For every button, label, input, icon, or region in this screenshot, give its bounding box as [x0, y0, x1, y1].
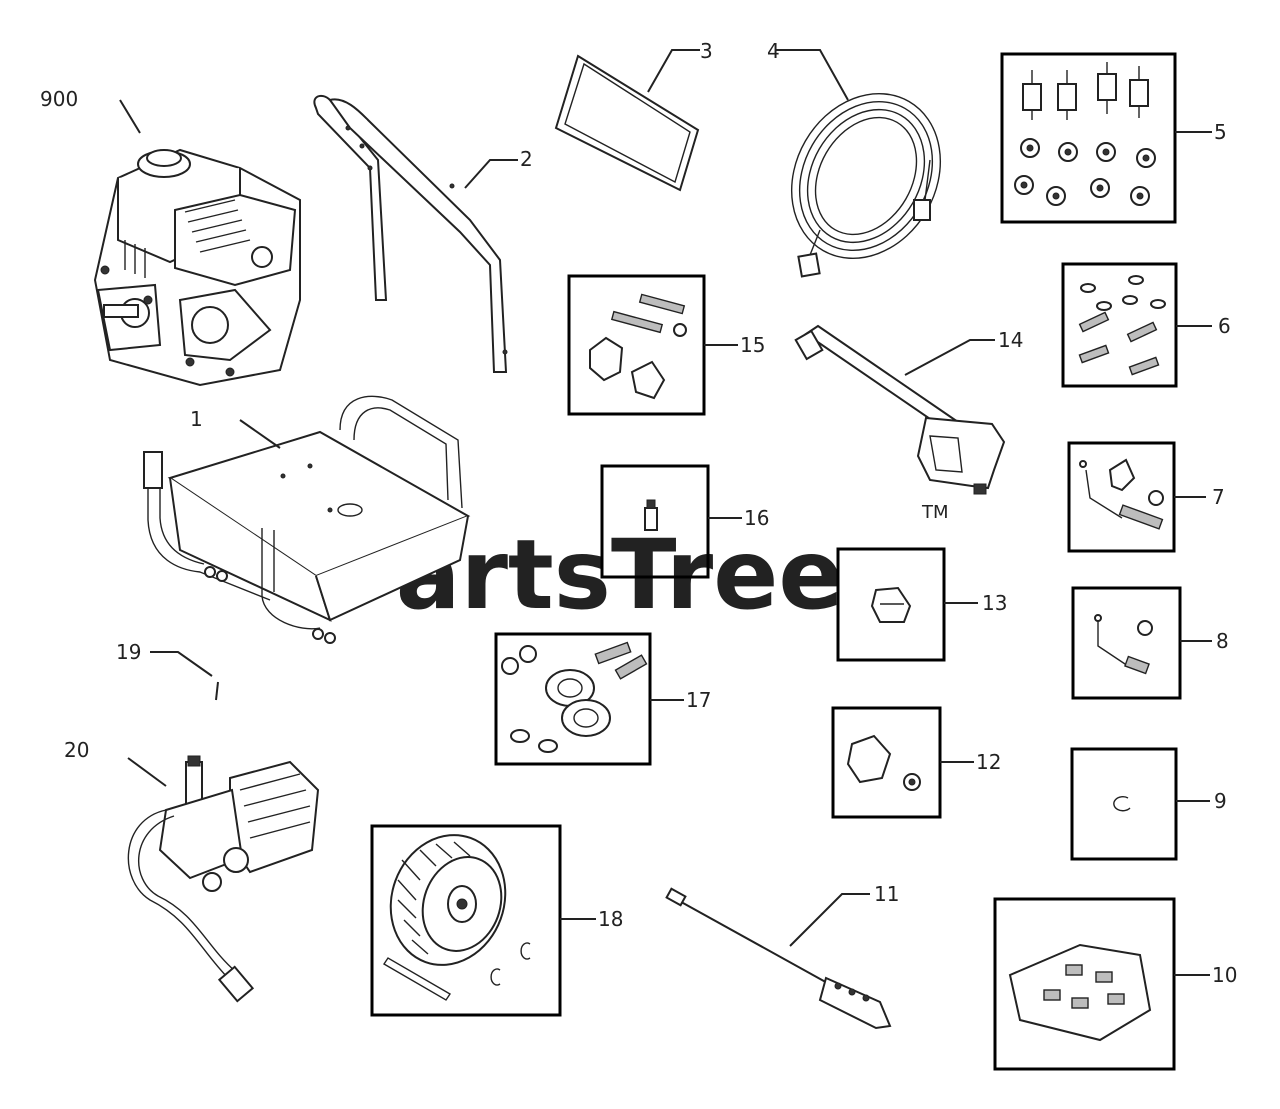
callout-18: 18	[598, 907, 623, 931]
part-hose[interactable]	[762, 67, 969, 286]
callout-9: 9	[1214, 789, 1227, 813]
part-kit-17[interactable]	[501, 641, 648, 753]
part-kit-12[interactable]	[846, 734, 921, 791]
part-frame[interactable]	[143, 395, 471, 644]
part-spray-gun[interactable]	[794, 324, 1006, 495]
part-kit-16[interactable]	[644, 499, 658, 531]
watermark-tm: TM	[921, 502, 949, 523]
part-pump[interactable]	[127, 755, 320, 1003]
callout-19: 19	[116, 640, 141, 664]
part-wheel-kit[interactable]	[373, 819, 531, 1001]
callout-15: 15	[740, 333, 765, 357]
box-5	[1000, 52, 1177, 224]
part-kit-9[interactable]	[1113, 796, 1131, 812]
leader-frame	[239, 419, 281, 449]
part-wand[interactable]	[665, 887, 892, 1030]
callout-2: 2	[520, 147, 533, 171]
part-kit-10[interactable]	[1008, 943, 1152, 1042]
box-18	[370, 824, 562, 1017]
callout-16: 16	[744, 506, 769, 530]
part-manual[interactable]	[554, 54, 700, 192]
part-kit-7[interactable]	[1079, 458, 1164, 530]
part-kit-15[interactable]	[589, 293, 687, 400]
callout-20: 20	[64, 738, 89, 762]
leader-gun	[904, 339, 995, 376]
part-kit-6[interactable]	[1078, 275, 1166, 376]
box-15	[567, 274, 706, 416]
leader-manual	[647, 49, 700, 93]
leader-engine	[119, 99, 141, 134]
box-10	[993, 897, 1176, 1071]
part-kit-13[interactable]	[870, 586, 912, 623]
callout-13: 13	[982, 591, 1007, 615]
callout-12: 12	[976, 750, 1001, 774]
callout-11: 11	[874, 882, 899, 906]
part-handle[interactable]	[313, 94, 508, 373]
callout-17: 17	[686, 688, 711, 712]
callout-5: 5	[1214, 120, 1227, 144]
callout-3: 3	[700, 39, 713, 63]
callout-4: 4	[767, 39, 780, 63]
box-8	[1071, 586, 1182, 700]
box-13	[836, 547, 946, 662]
callout-7: 7	[1212, 485, 1225, 509]
callout-10: 10	[1212, 963, 1237, 987]
leader-handle	[464, 159, 518, 189]
part-kit-8[interactable]	[1094, 614, 1153, 675]
callout-8: 8	[1216, 629, 1229, 653]
callout-6: 6	[1218, 314, 1231, 338]
leader-pin	[150, 651, 213, 677]
callout-14: 14	[998, 328, 1023, 352]
callout-900: 900	[40, 87, 78, 111]
part-pin[interactable]	[215, 681, 219, 701]
part-kit-5[interactable]	[1014, 62, 1156, 206]
box-9	[1070, 747, 1178, 861]
part-engine[interactable]	[93, 148, 301, 387]
leader-hose	[775, 49, 849, 101]
callout-1: 1	[190, 407, 203, 431]
box-16	[600, 464, 710, 579]
leader-wand	[789, 893, 870, 947]
leader-pump	[127, 757, 167, 787]
